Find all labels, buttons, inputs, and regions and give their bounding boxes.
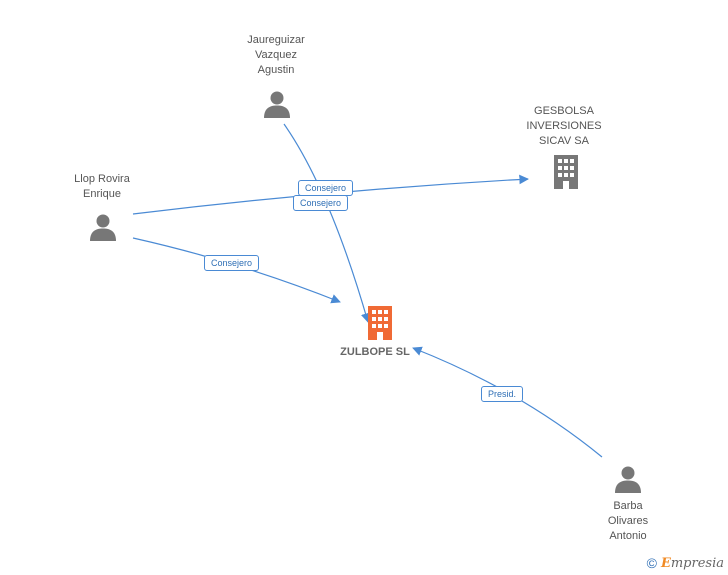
node-label-barba[interactable]: Barba Olivares Antonio: [607, 500, 649, 542]
edge-label-llop-gesbolsa[interactable]: Consejero: [293, 195, 349, 211]
copyright-symbol: ©: [646, 555, 657, 571]
edge-label-barba-zulbope[interactable]: Presid.: [481, 386, 524, 402]
building-icon[interactable]: [364, 306, 396, 340]
person-icon[interactable]: [613, 464, 643, 494]
node-label-jaureguizar[interactable]: Jaureguizar Vazquez Agustin: [247, 34, 305, 76]
footer-brand: © Empresia: [647, 555, 724, 571]
node-label-llop[interactable]: Llop Rovira Enrique: [74, 173, 130, 200]
building-icon[interactable]: [550, 155, 582, 189]
node-label-zulbope[interactable]: ZULBOPE SL: [340, 346, 410, 358]
edge-barba-zulbope: [412, 346, 603, 458]
node-label-gesbolsa[interactable]: GESBOLSA INVERSIONES SICAV SA: [526, 105, 602, 147]
edge-label-llop-zulbope[interactable]: Consejero: [204, 255, 260, 271]
person-icon[interactable]: [88, 212, 118, 242]
edge-jaureguizar-zulbope: [283, 123, 371, 323]
person-icon[interactable]: [262, 89, 292, 119]
empresia-logo: Empresia: [660, 555, 724, 571]
edge-label-jaureguizar-zulbope[interactable]: Consejero: [298, 180, 354, 196]
